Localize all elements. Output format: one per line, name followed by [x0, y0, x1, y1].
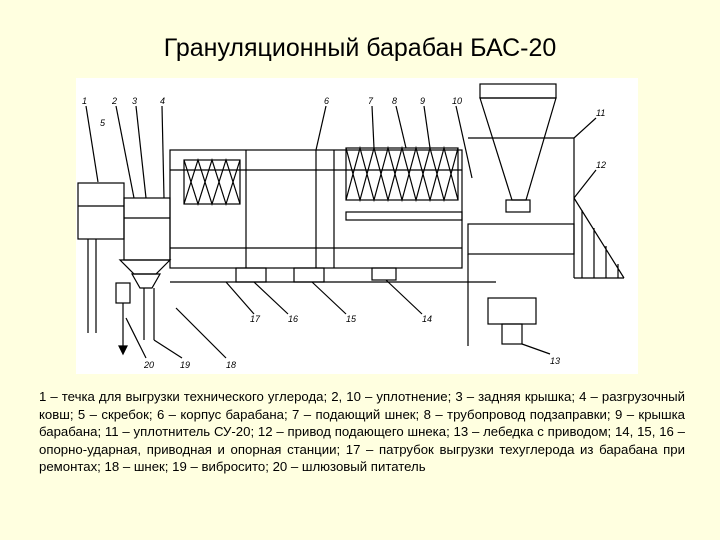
- support-station-14: [371, 267, 397, 281]
- feed-hopper: [479, 97, 557, 201]
- feed-screw-drive: [467, 223, 575, 255]
- legend-caption: 1 – течка для выгрузки технического угле…: [39, 389, 685, 475]
- callout-1: 1: [82, 96, 87, 106]
- support-station-16: [235, 267, 267, 283]
- drum-truss-front: [183, 159, 241, 205]
- drum-truss-rear: [345, 147, 459, 201]
- winch-drive: [487, 297, 537, 325]
- callout-17: 17: [250, 314, 261, 324]
- callout-19: 19: [180, 360, 190, 370]
- callout-6: 6: [324, 96, 329, 106]
- callout-12: 12: [596, 160, 606, 170]
- callout-3: 3: [132, 96, 137, 106]
- callout-11: 11: [596, 108, 605, 118]
- discharge-bucket: [123, 197, 171, 261]
- callout-15: 15: [346, 314, 357, 324]
- feed-screw: [345, 211, 463, 221]
- discharge-chute-housing: [77, 182, 125, 240]
- callout-14: 14: [422, 314, 432, 324]
- callout-9: 9: [420, 96, 425, 106]
- callout-2: 2: [111, 96, 117, 106]
- service-stairs: [573, 197, 625, 279]
- slide-title: Грануляционный барабан БАС-20: [163, 34, 557, 62]
- callout-10: 10: [452, 96, 462, 106]
- callout-5: 5: [100, 118, 106, 128]
- support-station-15: [293, 267, 325, 283]
- callout-8: 8: [392, 96, 397, 106]
- callout-13: 13: [550, 356, 560, 366]
- callout-18: 18: [226, 360, 236, 370]
- callout-20: 20: [143, 360, 154, 370]
- callout-7: 7: [368, 96, 374, 106]
- callout-16: 16: [288, 314, 298, 324]
- granulation-drum-drawing: 1 2 3 4 6 7 8 9 10 11 12 13 14 15 16 17 …: [76, 78, 638, 374]
- callout-4: 4: [160, 96, 165, 106]
